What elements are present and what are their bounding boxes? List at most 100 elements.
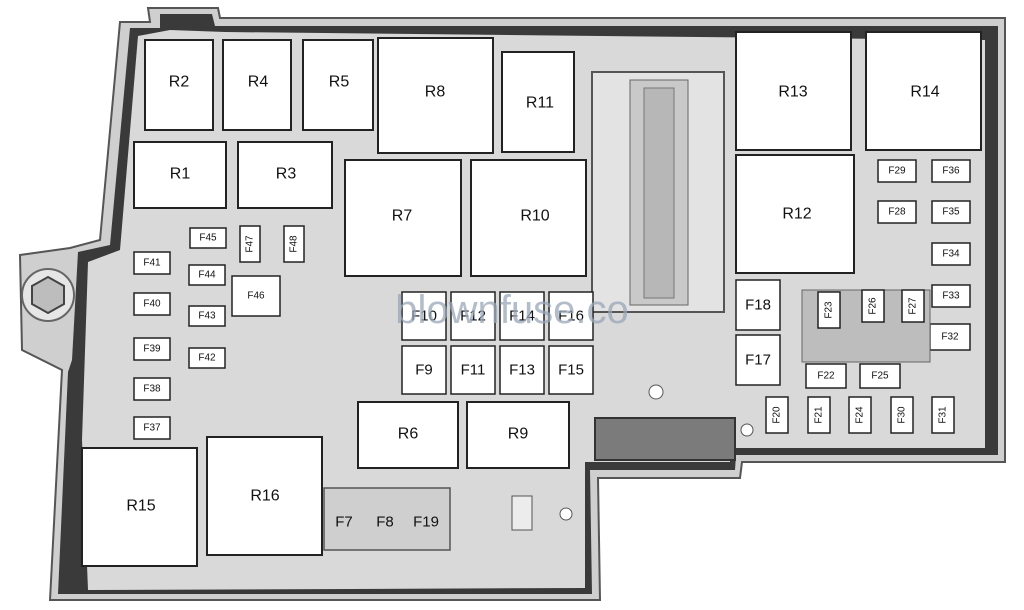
- fuse-f27-label: F27: [908, 297, 919, 315]
- relay-r10-label: R10: [520, 208, 549, 225]
- relay-r2-label: R2: [169, 74, 190, 91]
- fuse-f39-label: F39: [143, 344, 161, 355]
- fuse-f48: [283, 225, 305, 263]
- relay-r3: [237, 141, 333, 209]
- relay-r11: [501, 51, 575, 153]
- relay-r5-label: R5: [329, 74, 350, 91]
- fuse-f14-label: F14: [509, 308, 535, 325]
- fuse-f21-label: F21: [814, 406, 825, 424]
- fuse-f30-label: F30: [897, 406, 908, 424]
- fuse-f9: [401, 345, 447, 395]
- fuse-f17: [735, 334, 781, 386]
- fuse-f46: [231, 275, 281, 317]
- fuse-f21: [807, 396, 831, 434]
- relay-r16-label: R16: [250, 488, 279, 505]
- fuse-f29: [877, 159, 917, 183]
- fuse-f20: [765, 396, 789, 434]
- fuse-f19-label: F19: [413, 514, 439, 531]
- hole-2: [740, 423, 754, 437]
- relay-r9: [466, 401, 570, 469]
- relay-r13-label: R13: [778, 84, 807, 101]
- fuse-f28: [877, 200, 917, 224]
- bottom-fuses: F7 F8 F19: [323, 487, 451, 551]
- fuse-puller: [511, 495, 533, 531]
- fuse-f47-label: F47: [245, 235, 256, 253]
- lower-connector: [594, 417, 736, 461]
- fuse-f7-label: F7: [335, 514, 353, 531]
- fuse-f40-label: F40: [143, 299, 161, 310]
- fuse-f35-label: F35: [942, 207, 960, 218]
- fuse-f8-label: F8: [376, 514, 394, 531]
- relay-r7-label: R7: [392, 208, 413, 225]
- fuse-f36-label: F36: [942, 166, 960, 177]
- relay-r3-label: R3: [276, 166, 297, 183]
- fuse-f36: [931, 159, 971, 183]
- fuse-f13: [499, 345, 545, 395]
- fuse-f39: [133, 337, 171, 361]
- relay-r1: [133, 141, 227, 209]
- fuse-f31-label: F31: [938, 406, 949, 424]
- relay-r8-label: R8: [425, 84, 446, 101]
- relay-r5: [302, 39, 374, 131]
- fuse-f20-label: F20: [772, 406, 783, 424]
- hole-1: [648, 384, 664, 400]
- left-small-fuses: F41 F40 F39 F38 F37 F45 F44 F43 F42 F46 …: [133, 225, 305, 440]
- fuse-f27: [901, 289, 925, 323]
- fuse-f22-label: F22: [817, 371, 835, 382]
- fuse-f31: [931, 396, 955, 434]
- mid-fuses: F10 F12 F14 F16 F9 F11 F13 F15 F18 F17: [401, 279, 781, 395]
- relay-r14-label: R14: [910, 84, 939, 101]
- fuse-f28-label: F28: [888, 207, 906, 218]
- relay-r13: [735, 31, 852, 151]
- fuse-f9-label: F9: [415, 362, 433, 379]
- fuse-f18-label: F18: [745, 297, 771, 314]
- fuse-f43-label: F43: [198, 311, 216, 322]
- fuse-f44-label: F44: [198, 270, 216, 281]
- relay-r15-label: R15: [126, 498, 155, 515]
- fuse-f33-label: F33: [942, 291, 960, 302]
- fuse-f15-label: F15: [558, 362, 584, 379]
- fuse-f48-label: F48: [289, 235, 300, 253]
- fuse-f24-label: F24: [855, 406, 866, 424]
- fuse-f38: [133, 377, 171, 401]
- fuse-f13-label: F13: [509, 362, 535, 379]
- relay-r14: [865, 31, 982, 151]
- fuse-f12: [450, 291, 496, 341]
- fuse-f45-label: F45: [199, 233, 217, 244]
- fuse-f34-label: F34: [942, 249, 960, 260]
- fuse-f34: [931, 242, 971, 266]
- fuse-f17-label: F17: [745, 352, 771, 369]
- fuse-f10: [401, 291, 447, 341]
- fuse-f22: [805, 363, 847, 389]
- fuse-f16: [548, 291, 594, 341]
- relays: R2 R4 R5 R8 R11 R1 R3 R7 R10 R13 R14 R12…: [81, 31, 982, 567]
- fuse-f10-label: F10: [411, 308, 437, 325]
- relay-r6-label: R6: [398, 426, 419, 443]
- relay-r16: [206, 436, 323, 556]
- center-connector: [591, 71, 725, 313]
- fuse-f15: [548, 345, 594, 395]
- relay-r6: [357, 401, 459, 469]
- fuse-f11-label: F11: [461, 362, 486, 379]
- fuse-f40: [133, 292, 171, 316]
- fuse-f42: [188, 347, 226, 369]
- fuse-f37: [133, 416, 171, 440]
- fuse-f43: [188, 305, 226, 327]
- fuse-f42-label: F42: [198, 353, 216, 364]
- fuse-f23-label: F23: [824, 301, 835, 319]
- relay-r12: [735, 154, 855, 274]
- fuse-f12-label: F12: [460, 308, 486, 325]
- fuse-f18: [735, 279, 781, 331]
- fuse-f29-label: F29: [888, 166, 906, 177]
- relay-r15: [81, 447, 198, 567]
- fuse-f24: [848, 396, 872, 434]
- relay-r8: [377, 37, 494, 154]
- hole-3: [559, 507, 573, 521]
- fuse-f41-label: F41: [143, 258, 161, 269]
- fuse-f26-label: F26: [868, 297, 879, 315]
- fuse-f23: [817, 291, 841, 329]
- fuse-f38-label: F38: [143, 384, 161, 395]
- right-small-fuses: F29 F36 F28 F35 F34 F33 F32 F23 F26 F27 …: [765, 159, 971, 434]
- relay-r7: [344, 159, 462, 277]
